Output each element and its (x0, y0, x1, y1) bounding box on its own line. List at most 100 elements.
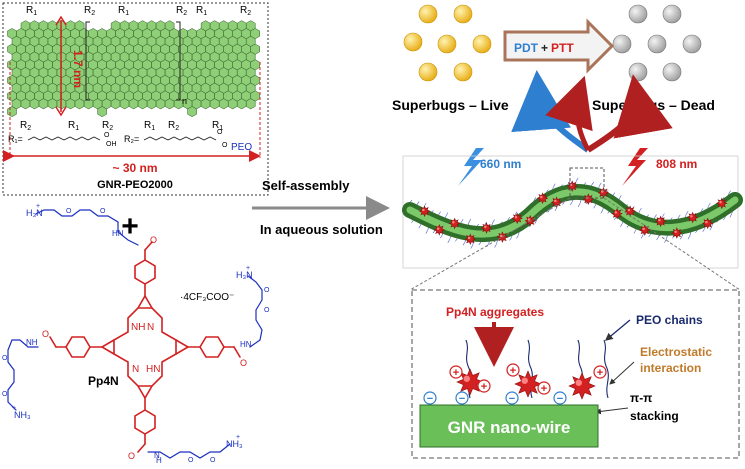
wire-aggregate-highlight (467, 236, 471, 240)
wire-aggregate-highlight (600, 190, 604, 193)
svg-text:O: O (2, 355, 8, 362)
wire-aggregate (671, 227, 683, 239)
svg-text:R1: R1 (196, 5, 207, 17)
negative-charge-sign: − (509, 393, 515, 405)
graphene-hexagon (128, 98, 139, 110)
self-assembly-step: Self-assembly In aqueous solution (252, 178, 390, 237)
wire-aggregate (511, 212, 523, 225)
svg-text:R₁=: R₁= (8, 134, 23, 144)
peg-arms (7, 209, 263, 459)
graphene-hexagon (74, 98, 85, 110)
dead-bacterium (682, 34, 702, 54)
negative-charge-sign: − (459, 393, 465, 405)
graphene-hexagon (209, 98, 220, 110)
positive-charge-icon (537, 381, 551, 395)
wire-aggregate-highlight (436, 227, 440, 230)
dead-bacterium (662, 62, 682, 82)
width-label: 1.7 nm (71, 50, 85, 88)
graphene-hexagon (245, 98, 256, 110)
live-bacterium (472, 34, 492, 54)
superbugs-dead: Superbugs – Dead (592, 4, 715, 113)
aggregates-label: Pp4N aggregates (446, 305, 544, 319)
live-bacterium (418, 4, 438, 24)
live-bacterium (453, 62, 473, 82)
svg-text:N: N (132, 364, 139, 375)
svg-text:R1: R1 (26, 5, 37, 17)
dead-bacterium (612, 34, 632, 54)
svg-text:NH₃: NH₃ (14, 410, 31, 420)
wire-aggregate (566, 180, 578, 192)
wire-aggregate (701, 217, 714, 230)
wire-aggregate-highlight (484, 225, 487, 228)
svg-text:O: O (264, 287, 270, 294)
svg-text:O: O (42, 329, 49, 339)
svg-text:O: O (104, 132, 110, 139)
live-bacterium (437, 34, 457, 54)
dead-bacterium (628, 62, 648, 82)
svg-text:+: + (246, 265, 250, 272)
pipi-arrow (595, 407, 629, 415)
live-label: Superbugs – Live (392, 97, 509, 113)
width-arrow-top (55, 15, 67, 26)
pipi-label-1: π-π (630, 391, 652, 405)
positive-charge-sign: + (481, 381, 487, 393)
svg-text:R₂=: R₂= (124, 134, 139, 144)
live-bacterium (403, 32, 423, 52)
red-curved-arrow-2 (545, 75, 593, 152)
graphene-hexagon (110, 98, 121, 110)
pipi-label-2: stacking (630, 409, 679, 423)
dead-bacterium (647, 34, 667, 54)
graphene-hexagon (187, 106, 197, 118)
svg-text:R2: R2 (84, 5, 95, 17)
svg-text:HN: HN (146, 364, 160, 375)
pdt-ptt-arrow: PDT+PTT (503, 18, 615, 74)
svg-text:N: N (154, 451, 160, 460)
wire-aggregate (716, 197, 728, 210)
wire-aggregate-highlight (514, 215, 518, 219)
graphene-hexagon (119, 98, 130, 110)
svg-text:O: O (240, 358, 247, 368)
negative-charge-sign: − (557, 393, 563, 405)
electrostatic-label-2: interaction (640, 361, 701, 375)
wire-aggregate-highlight (540, 195, 543, 199)
svg-text:O: O (150, 235, 157, 245)
nanowire-panel (402, 155, 743, 291)
graphene-hexagon (7, 106, 17, 118)
graphene-hexagon (218, 98, 229, 110)
zoom-region (569, 167, 605, 199)
graphene-hexagon (38, 98, 49, 110)
svg-text:R1: R1 (144, 120, 155, 132)
repeat-bracket-right (176, 21, 181, 101)
graphene-hexagon (227, 98, 238, 110)
porphyrin-structure: NH N N HN O O O O H₃N + HN NH₃ + H N NH₃… (2, 203, 270, 465)
wire-aggregate (464, 233, 477, 245)
svg-text:HN: HN (112, 229, 124, 238)
charge-markers: +++++−−−− (423, 363, 607, 405)
svg-text:R2: R2 (102, 120, 113, 132)
positive-charge-sign: + (510, 365, 516, 377)
dead-bacterium (662, 4, 682, 24)
zoom-line-left (409, 197, 571, 291)
wire-aggregate-highlight (554, 199, 557, 203)
svg-text:NH: NH (131, 322, 145, 333)
wire-aggregate (624, 205, 636, 217)
plus-sign: + (121, 210, 139, 243)
gnr-panel-border (2, 2, 269, 196)
wire-aggregate (448, 217, 461, 230)
svg-text:R1: R1 (212, 120, 223, 132)
graphene-hexagon (146, 98, 157, 110)
wire-aggregate (496, 231, 509, 243)
svg-text:+: + (36, 203, 40, 210)
gnr-panel: R1 R2 R1 R2 R1 R2 R2 R1 R2 R1 R2 R1 n 1.… (2, 2, 269, 196)
nanowire-label: GNR nano-wire (448, 418, 571, 437)
wire-aggregate-highlight (499, 234, 503, 238)
wire-aggregate (686, 211, 699, 224)
wire-aggregate-highlight (627, 208, 631, 212)
svg-text:O: O (2, 391, 8, 398)
peo-label: PEO chains (636, 313, 703, 327)
dead-bacterium (628, 4, 648, 24)
svg-text:+: + (12, 405, 16, 412)
positive-charge-sign: + (453, 367, 459, 379)
inset-aggregate (568, 372, 596, 400)
